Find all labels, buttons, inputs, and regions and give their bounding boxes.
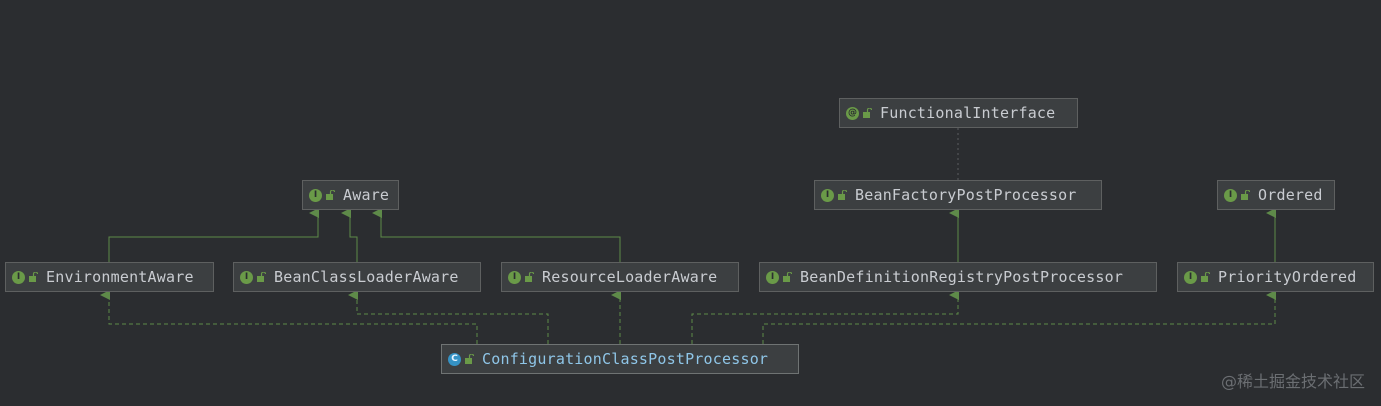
edge-bean-class-loader-aware-extends-aware (341, 208, 358, 262)
node-label: FunctionalInterface (880, 104, 1056, 122)
unlock-icon (838, 190, 847, 200)
interface-icon: I (1224, 188, 1237, 202)
interface-icon: I (1184, 270, 1197, 284)
interface-icon: I (766, 270, 779, 284)
node-label: Ordered (1258, 186, 1323, 204)
unlock-icon (465, 354, 474, 364)
unlock-icon (525, 272, 534, 282)
node-label: Aware (343, 186, 390, 204)
node-label: BeanClassLoaderAware (274, 268, 459, 286)
node-bean-class-loader-aware[interactable]: I BeanClassLoaderAware (233, 262, 481, 292)
node-aware[interactable]: I Aware (302, 180, 399, 210)
interface-icon: I (240, 270, 253, 284)
node-label: BeanFactoryPostProcessor (855, 186, 1077, 204)
node-label: PriorityOrdered (1218, 268, 1357, 286)
interface-icon: I (309, 188, 322, 202)
unlock-icon (326, 190, 335, 200)
node-configuration-class-post-processor[interactable]: C ConfigurationClassPostProcessor (441, 344, 799, 374)
node-resource-loader-aware[interactable]: I ResourceLoaderAware (501, 262, 739, 292)
node-ordered[interactable]: I Ordered (1217, 180, 1335, 210)
annotation-icon: @ (846, 106, 859, 120)
unlock-icon (783, 272, 792, 282)
node-bean-factory-post-processor[interactable]: I BeanFactoryPostProcessor (814, 180, 1102, 210)
node-label: ConfigurationClassPostProcessor (482, 350, 769, 368)
node-environment-aware[interactable]: I EnvironmentAware (5, 262, 214, 292)
node-priority-ordered[interactable]: I PriorityOrdered (1177, 262, 1374, 292)
interface-icon: I (508, 270, 521, 284)
node-label: EnvironmentAware (46, 268, 194, 286)
watermark: @稀土掘金技术社区 (1220, 372, 1365, 391)
unlock-icon (1201, 272, 1210, 282)
node-label: BeanDefinitionRegistryPostProcessor (800, 268, 1124, 286)
edge-implements-bean-definition-registry-post-processor (691, 290, 959, 344)
unlock-icon (29, 272, 38, 282)
unlock-icon (1241, 190, 1250, 200)
edge-resource-loader-aware-extends-aware (372, 208, 621, 262)
edge-implements-bean-class-loader-aware (348, 290, 549, 344)
class-icon: C (448, 352, 461, 366)
edge-environment-aware-extends-aware (108, 208, 319, 262)
interface-icon: I (821, 188, 834, 202)
node-bean-definition-registry-post-processor[interactable]: I BeanDefinitionRegistryPostProcessor (759, 262, 1157, 292)
edge-implements-environment-aware (100, 290, 478, 344)
interface-icon: I (12, 270, 25, 284)
node-label: ResourceLoaderAware (542, 268, 718, 286)
node-functional-interface[interactable]: @ FunctionalInterface (839, 98, 1078, 128)
unlock-icon (257, 272, 266, 282)
unlock-icon (863, 108, 872, 118)
edge-implements-priority-ordered (762, 290, 1276, 344)
